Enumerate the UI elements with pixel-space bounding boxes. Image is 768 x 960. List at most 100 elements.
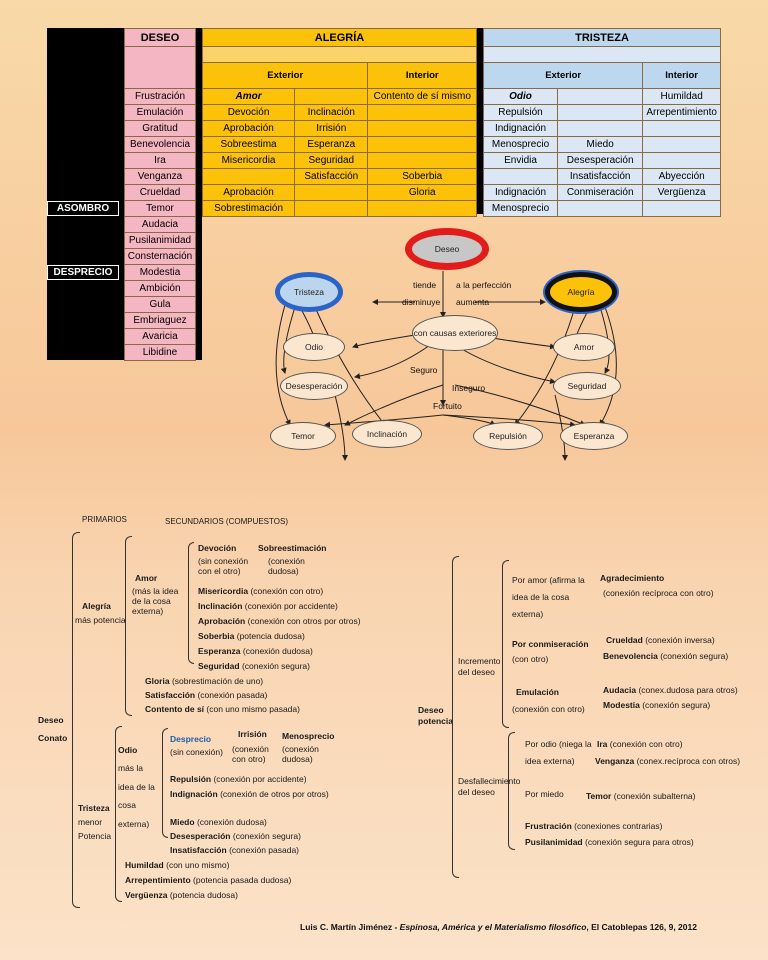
tristeza-cell: Conmiseración [557, 184, 644, 201]
alegria-cell: Seguridad [294, 152, 369, 169]
tristeza-cell [642, 120, 721, 137]
desesperacion-node: Desesperación [280, 372, 348, 400]
classification-tree: PRIMARIOS SECUNDARIOS (COMPUESTOS) Deseo… [0, 500, 768, 920]
deseo-row: Temor [124, 200, 196, 217]
causas-node: con causas exteriores [412, 315, 498, 351]
alegria-cell [294, 200, 369, 217]
tristeza-cell: Indignación [482, 184, 559, 201]
alegria-cell: Inclinación [294, 104, 369, 121]
tristeza-cell [557, 104, 644, 121]
primarios-label: PRIMARIOS [82, 515, 127, 524]
tristeza-cell [642, 136, 721, 153]
asombro-label: ASOMBRO [47, 201, 119, 216]
deseo-row: Gula [124, 296, 196, 313]
alegria-cell: Aprobación [201, 120, 296, 137]
secundarios-label: SECUNDARIOS (COMPUESTOS) [165, 517, 288, 526]
tristeza-cell: Envidia [482, 152, 559, 169]
deseo-row: Venganza [124, 168, 196, 185]
alegria-cell [294, 88, 369, 105]
odio-node: Odio [283, 333, 345, 361]
fortuito-label: Fortuito [433, 401, 462, 411]
deseo-node: Deseo [405, 228, 489, 270]
alegria-node: Alegría [545, 272, 617, 312]
tristeza-cell: Abyección [642, 168, 721, 185]
conato-root: Conato [38, 733, 68, 743]
alegria-cell: Gloria [367, 184, 477, 201]
tristeza-cell: Indignación [482, 120, 559, 137]
alegria-cell [367, 120, 477, 137]
tristeza-cell [557, 88, 644, 105]
disminuye-label: disminuye [402, 297, 441, 307]
tristeza-cell [482, 168, 559, 185]
alegria-cell [367, 152, 477, 169]
deseo-potencia: Deseo potencia [418, 705, 453, 727]
tristeza-cell [642, 200, 721, 217]
tristeza-cell: Humildad [642, 88, 721, 105]
deseo-row: Avaricia [124, 328, 196, 345]
tristeza-header: TRISTEZA [483, 28, 721, 47]
deseo-row: Consternación [124, 248, 196, 265]
alegria-cell [294, 184, 369, 201]
desprecio-label: DESPRECIO [47, 265, 119, 280]
alegria-cell: Irrisión [294, 120, 369, 137]
flow-diagram [275, 271, 617, 461]
deseo-row: Crueldad [124, 184, 196, 201]
alegria-cell: Esperanza [294, 136, 369, 153]
tristeza-node: Tristeza [275, 272, 343, 312]
alegria-cell [201, 168, 296, 185]
middle-divider-bar [477, 28, 483, 214]
tristeza-cell: Menosprecio [482, 200, 559, 217]
tristeza-cell: Vergüenza [642, 184, 721, 201]
deseo-row: Frustración [124, 88, 196, 105]
deseo-row: Benevolencia [124, 136, 196, 153]
alegria-primary: Alegría [82, 601, 111, 611]
deseo-row: Embriaguez [124, 312, 196, 329]
deseo-row: Pusilanimidad [124, 232, 196, 249]
inseguro-label: Inseguro [452, 383, 486, 393]
alegria-cell: Devoción [201, 104, 296, 121]
alegria-cell: Contento de sí mismo [367, 88, 477, 105]
deseo-root: Deseo [38, 715, 64, 725]
alegria-cell: Sobreestima [201, 136, 296, 153]
alegria-cell [367, 104, 477, 121]
deseo-row: Ira [124, 152, 196, 169]
tristeza-cell: Insatisfacción [557, 168, 644, 185]
tristeza-cell: Repulsión [482, 104, 559, 121]
esperanza-node: Esperanza [560, 422, 628, 450]
tristeza-cell [557, 120, 644, 137]
alegria-cell [367, 200, 477, 217]
alegria-cell: Misericordia [201, 152, 296, 169]
tristeza-cell: Miedo [557, 136, 644, 153]
deseo-row: Libidine [124, 344, 196, 361]
left-black-bar [47, 28, 124, 360]
tristeza-cell: Menosprecio [482, 136, 559, 153]
perfeccion-label: a la perfección [456, 280, 512, 290]
amor-node: Amor [553, 333, 615, 361]
alegria-exterior: Exterior [201, 62, 369, 89]
deseo-row: Audacia [124, 216, 196, 233]
tristeza-interior: Interior [642, 62, 721, 89]
alegria-header: ALEGRÍA [202, 28, 477, 47]
deseo-header: DESEO [124, 28, 196, 47]
seguridad-node: Seguridad [553, 372, 621, 400]
alegria-cell: Amor [201, 88, 296, 105]
left-divider-bar [196, 28, 202, 360]
seguro-label: Seguro [410, 365, 438, 375]
alegria-cell: Satisfacción [294, 168, 369, 185]
alegria-cell: Aprobación [201, 184, 296, 201]
tristeza-cell [642, 152, 721, 169]
inclinacion-node: Inclinación [352, 420, 422, 448]
alegria-cell: Soberbia [367, 168, 477, 185]
tristeza-cell: Odio [482, 88, 559, 105]
alegria-cell [367, 136, 477, 153]
temor-node: Temor [270, 422, 336, 450]
deseo-row: Ambición [124, 280, 196, 297]
deseo-row: Modestia [124, 264, 196, 281]
alegria-cell: Sobrestimación [201, 200, 296, 217]
footer-citation: Luis C. Martín Jiménez - Espinosa, Améri… [300, 922, 697, 932]
alegria-interior: Interior [367, 62, 477, 89]
tristeza-exterior: Exterior [482, 62, 644, 89]
tristeza-cell: Desesperación [557, 152, 644, 169]
